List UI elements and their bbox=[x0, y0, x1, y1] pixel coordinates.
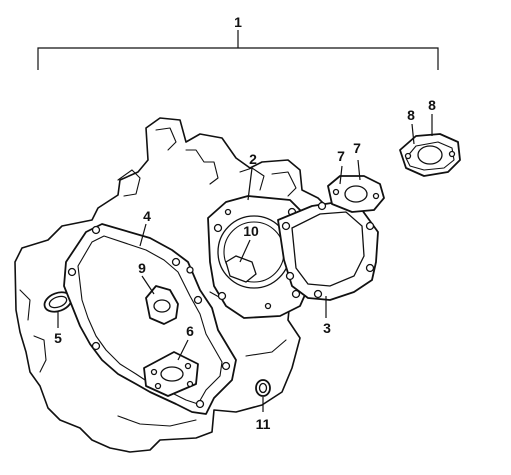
leader-lines bbox=[57, 114, 433, 412]
callout-8-right: 8 bbox=[428, 97, 436, 113]
cylinder-head-gasket bbox=[277, 201, 379, 301]
exhaust-gasket-8 bbox=[399, 133, 461, 177]
o-ring-11 bbox=[255, 379, 271, 397]
callout-6: 6 bbox=[186, 323, 194, 339]
callout-4: 4 bbox=[143, 208, 151, 224]
callout-9: 9 bbox=[138, 260, 146, 276]
callout-labels: 1 2 3 4 5 6 7 7 8 8 9 10 11 bbox=[54, 14, 436, 432]
square-gasket-6 bbox=[143, 351, 199, 397]
exhaust-gasket-7 bbox=[327, 175, 385, 213]
callout-11: 11 bbox=[256, 416, 271, 432]
callout-2: 2 bbox=[249, 151, 257, 167]
oval-gasket-9 bbox=[145, 285, 179, 325]
callout-8-left: 8 bbox=[407, 107, 415, 123]
gasket-set-bracket bbox=[37, 30, 439, 70]
callout-5: 5 bbox=[54, 330, 62, 346]
callout-7-right: 7 bbox=[353, 140, 361, 156]
o-ring-left bbox=[43, 291, 73, 313]
callout-3: 3 bbox=[323, 320, 331, 336]
callout-1: 1 bbox=[234, 14, 242, 30]
callout-10: 10 bbox=[243, 223, 259, 239]
callout-7-left: 7 bbox=[337, 148, 345, 164]
